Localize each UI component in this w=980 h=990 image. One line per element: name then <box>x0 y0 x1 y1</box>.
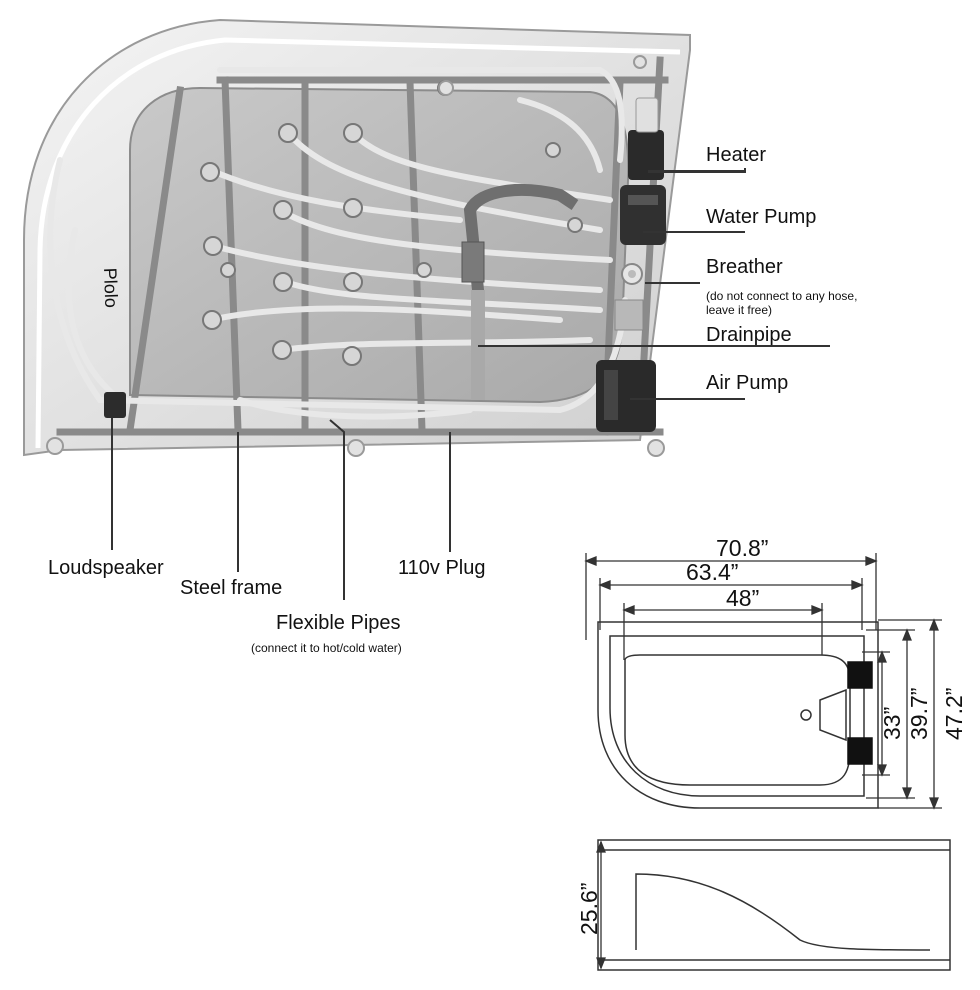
tub-underside-illustration: Plolo <box>23 18 691 457</box>
loudspeaker-label: Loudspeaker <box>48 557 164 579</box>
callout-labels: Heater Water Pump Breather (do not conne… <box>48 144 857 655</box>
breather-unit <box>614 263 644 331</box>
drainpipe-label: Drainpipe <box>706 324 792 346</box>
dim-basin-length: 48” <box>726 585 759 611</box>
serial-marking: Plolo <box>100 267 121 308</box>
top-view-pad-top <box>847 661 873 689</box>
steel-frame-label: Steel frame <box>180 577 282 599</box>
side-view-profile <box>635 873 931 951</box>
heater-label: Heater <box>706 144 766 166</box>
side-view-dimension-lines <box>596 840 606 970</box>
flexible-pipes-note: (connect it to hot/cold water) <box>251 641 402 655</box>
top-view-drain <box>800 709 812 721</box>
dim-inner-length: 63.4” <box>686 559 738 585</box>
plug-label: 110v Plug <box>398 557 485 579</box>
flexible-pipes-label: Flexible Pipes <box>276 612 401 634</box>
dim-height: 25.6” <box>576 883 602 935</box>
top-view-outline <box>597 621 879 809</box>
dim-inner-width: 39.7” <box>906 688 932 740</box>
water-pump-unit <box>620 185 666 245</box>
breather-label: Breather <box>706 256 783 278</box>
top-view-drawing <box>597 621 879 809</box>
dim-overall-length: 70.8” <box>716 535 768 561</box>
breather-note-line2: leave it free) <box>706 303 772 317</box>
top-view-basin <box>624 654 851 786</box>
top-view-dimension-labels: 70.8” 63.4” 48” 33” 39.7” 47.2” <box>686 535 967 740</box>
side-view-drawing <box>597 839 951 971</box>
dim-basin-width: 33” <box>879 707 905 740</box>
breather-note-line1: (do not connect to any hose, <box>706 289 857 303</box>
heater-unit <box>628 97 664 180</box>
loudspeaker-unit <box>104 392 126 418</box>
top-view-pad-bottom <box>847 737 873 765</box>
frame-feet <box>46 55 665 457</box>
dim-overall-width: 47.2” <box>941 688 967 740</box>
flexible-pipes-leader <box>329 419 345 600</box>
callout-lines <box>111 168 830 600</box>
air-pump-label: Air Pump <box>706 372 788 394</box>
side-view-outline <box>597 839 951 971</box>
water-pump-label: Water Pump <box>706 206 816 228</box>
air-pump-unit <box>596 360 656 432</box>
jet-nozzles <box>200 80 583 366</box>
top-view-dimension-lines <box>584 553 942 810</box>
